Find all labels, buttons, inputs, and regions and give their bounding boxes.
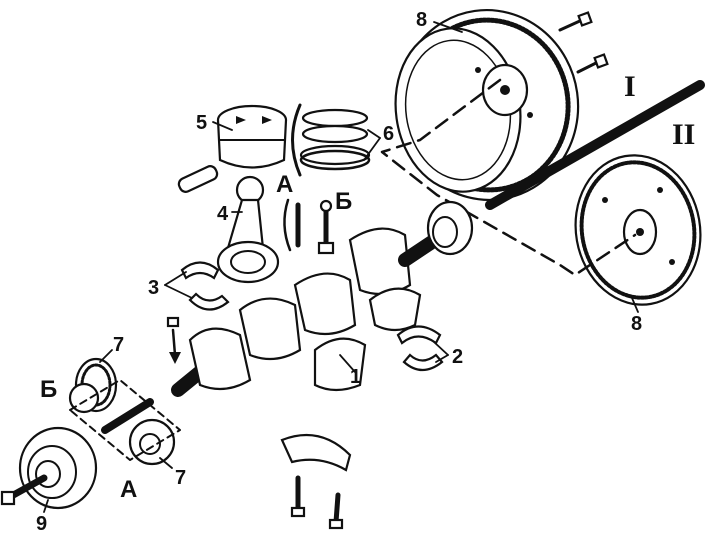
crankshaft — [171, 227, 442, 397]
label-variant-b-bottom: Б — [40, 376, 58, 403]
label-variant-roman-1: I — [624, 70, 636, 103]
piston — [216, 104, 288, 169]
label-part-7-seal: 7 — [175, 467, 187, 489]
rear-oil-seal — [426, 200, 474, 256]
label-part-7-gear: 7 — [113, 334, 125, 356]
flywheel-bolts — [558, 11, 609, 74]
label-part-4: 4 — [217, 203, 229, 225]
label-variant-b-top: Б — [335, 188, 353, 215]
label-part-8-variant-1: 8 — [416, 9, 428, 31]
label-part-6: 6 — [383, 123, 395, 145]
label-part-5: 5 — [196, 112, 208, 134]
label-variant-a-top: А — [276, 171, 294, 198]
bearing-shells-upper — [180, 261, 230, 311]
label-part-3: 3 — [148, 277, 160, 299]
crank-pulley — [0, 426, 98, 510]
label-part-9: 9 — [36, 513, 48, 535]
piston-bracket — [291, 103, 302, 177]
label-part-2: 2 — [452, 346, 464, 368]
crank-gear — [68, 357, 118, 414]
label-variant-a-bottom: А — [120, 476, 138, 503]
flywheel-variant-2 — [574, 154, 702, 306]
rod-bolts — [283, 198, 335, 255]
label-variant-roman-2: II — [672, 118, 696, 151]
bearing-shells-lower — [396, 325, 444, 372]
piston-pin — [177, 165, 219, 193]
variant-separator-bar — [485, 80, 705, 210]
crankshaft-key — [166, 316, 181, 364]
connecting-rod — [216, 175, 280, 284]
front-oil-seal — [128, 418, 176, 466]
variant-box-a-b — [69, 379, 181, 461]
main-bearing-cap — [280, 433, 352, 530]
label-part-8-variant-2: 8 — [631, 313, 643, 335]
alignment-lines — [380, 78, 637, 277]
piston-rings — [299, 108, 371, 171]
leader-lines — [43, 21, 639, 513]
label-part-1: 1 — [350, 366, 362, 388]
